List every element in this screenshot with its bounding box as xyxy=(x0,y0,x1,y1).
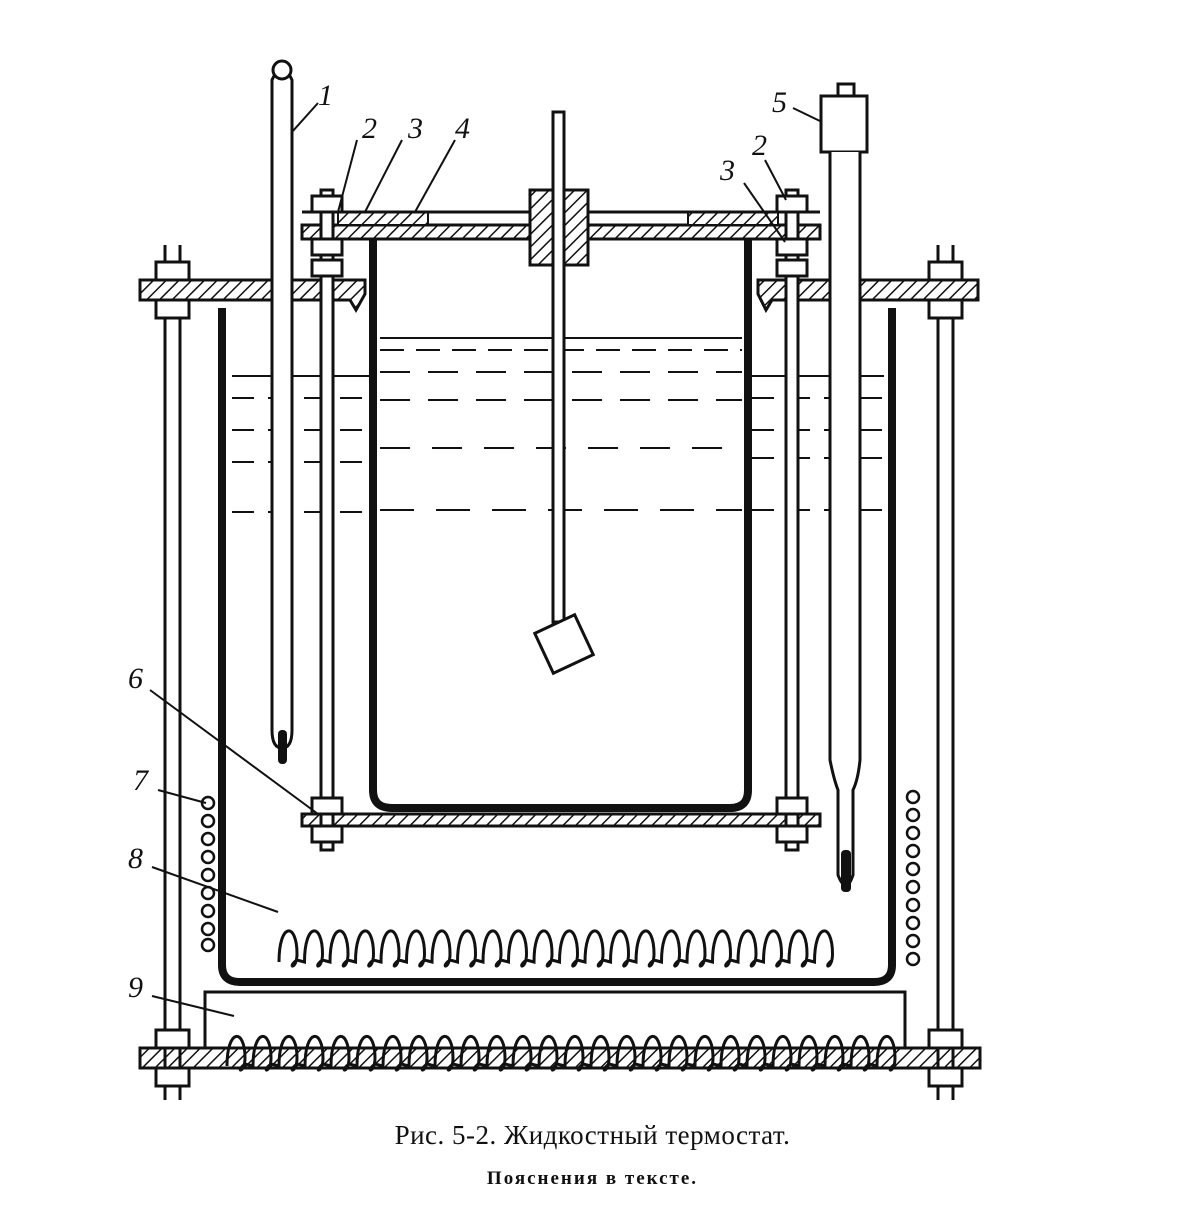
coil-turn xyxy=(200,903,216,919)
coil-turn xyxy=(905,933,921,949)
label-7: 7 xyxy=(133,764,150,797)
coil-turn xyxy=(905,879,921,895)
bath-heater-coil xyxy=(277,929,835,968)
label-2-left: 2 xyxy=(362,112,377,145)
label-6: 6 xyxy=(128,662,143,695)
top-flange-left xyxy=(138,278,367,313)
contact-thermometer xyxy=(819,82,869,892)
cooling-coil xyxy=(200,789,921,967)
base-heater-coil xyxy=(225,1035,897,1072)
coil-turn xyxy=(200,831,216,847)
stirrer xyxy=(532,110,596,676)
top-flange-right xyxy=(756,278,980,314)
label-3-right: 3 xyxy=(719,154,735,187)
label-5: 5 xyxy=(772,86,787,119)
coil-turn xyxy=(905,915,921,931)
coil-turn xyxy=(905,843,921,859)
label-8: 8 xyxy=(128,842,143,875)
part-labels: 1 2 3 4 5 3 2 6 7 8 9 xyxy=(128,79,787,1004)
coil-turn xyxy=(905,807,921,823)
coil-turn xyxy=(200,867,216,883)
figure-caption: Рис. 5-2. Жидкостный термостат. xyxy=(394,1120,791,1150)
coil-loops xyxy=(225,1035,897,1072)
coil-turn xyxy=(200,795,216,811)
coil-turn xyxy=(905,897,921,913)
label-4: 4 xyxy=(455,112,470,145)
bath-vessel xyxy=(218,308,896,986)
coil-turn xyxy=(905,825,921,841)
coil-turn xyxy=(200,921,216,937)
figure-note: Пояснения в тексте. xyxy=(486,1168,699,1189)
thermometer xyxy=(270,59,294,764)
label-9: 9 xyxy=(128,971,143,1004)
coil-turn xyxy=(200,937,216,953)
label-3-left: 3 xyxy=(407,112,423,145)
coil-turn xyxy=(905,789,921,805)
coil-turn xyxy=(200,849,216,865)
label-1: 1 xyxy=(318,79,333,112)
coil-loops xyxy=(277,929,835,968)
support-plate xyxy=(300,812,822,828)
outer-frame xyxy=(163,245,955,1100)
lid-gasket-left xyxy=(337,211,429,226)
leader-lines xyxy=(149,102,823,1017)
tie-rod-nuts xyxy=(310,194,809,844)
coil-turn xyxy=(905,951,921,967)
coil-turn xyxy=(200,813,216,829)
frame-nuts xyxy=(154,260,964,1088)
coil-turn xyxy=(905,861,921,877)
tie-rods xyxy=(319,188,800,852)
label-2-right: 2 xyxy=(752,129,767,162)
